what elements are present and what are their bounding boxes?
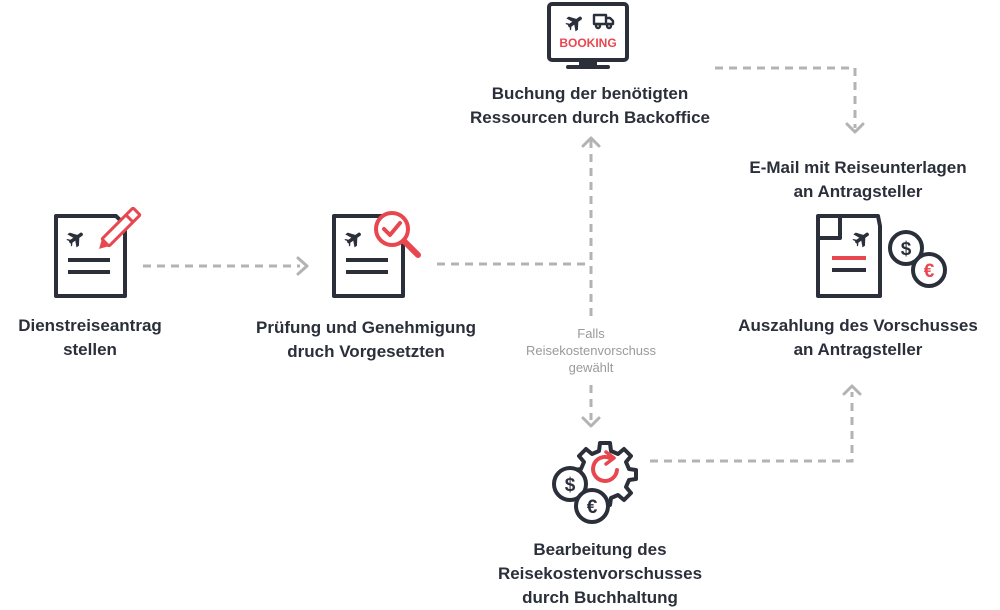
svg-text:$: $ bbox=[901, 239, 912, 260]
condition-note-line: gewählt bbox=[568, 360, 614, 375]
condition-note-line: Reisekostenvorschuss bbox=[525, 343, 657, 358]
document-search-icon bbox=[332, 211, 421, 298]
connector-arrowheads bbox=[296, 122, 865, 428]
pen-icon bbox=[99, 206, 142, 249]
document-pen-icon bbox=[54, 206, 142, 298]
step-label-line: Buchung der benötigten bbox=[491, 84, 689, 103]
step-label-line: Bearbeitung des bbox=[533, 540, 667, 559]
step-label-line: an Antragsteller bbox=[793, 182, 923, 201]
plane-icon bbox=[565, 16, 582, 32]
arrow-down-icon bbox=[581, 416, 601, 428]
step-label-line: Dienstreiseantrag bbox=[18, 316, 162, 335]
step-label-line: druch Vorgesetzten bbox=[287, 342, 445, 361]
svg-text:€: € bbox=[587, 497, 598, 518]
connector-buchung-to-email bbox=[715, 66, 857, 128]
step-label-line: Ressourcen durch Backoffice bbox=[470, 108, 710, 127]
dollar-coin-icon: $ bbox=[552, 466, 588, 502]
condition-note-line: Falls bbox=[577, 326, 605, 341]
step-label-line: E-Mail mit Reiseunterlagen bbox=[749, 158, 967, 177]
arrow-right-icon bbox=[296, 256, 309, 276]
condition-note: Falls Reisekostenvorschuss gewählt bbox=[516, 325, 666, 376]
step-label-buchung: Buchung der benötigten Ressourcen durch … bbox=[440, 82, 740, 130]
arrow-up-icon bbox=[842, 384, 862, 396]
step-label-line: Prüfung und Genehmigung bbox=[255, 318, 477, 337]
svg-text:$: $ bbox=[565, 475, 576, 496]
step-label-bearbeitung: Bearbeitung des Reisekostenvorschusses d… bbox=[470, 538, 730, 610]
euro-coin-icon: € bbox=[574, 488, 610, 524]
step-label-line: an Antragsteller bbox=[793, 340, 923, 359]
connector-lines bbox=[143, 66, 857, 463]
connector-bearbeitung-to-auszahlung bbox=[650, 392, 854, 463]
step-label-line: stellen bbox=[63, 340, 117, 359]
step-label-line: durch Buchhaltung bbox=[522, 588, 678, 607]
truck-icon bbox=[592, 13, 615, 30]
refresh-icon bbox=[591, 454, 619, 483]
svg-text:€: € bbox=[924, 261, 935, 282]
step-label-line: Reisekostenvorschusses bbox=[497, 564, 703, 583]
arrow-down-icon bbox=[845, 122, 865, 134]
step-label-line: Auszahlung des Vorschusses bbox=[738, 316, 978, 335]
arrow-up-icon bbox=[581, 136, 601, 148]
booking-monitor-icon: BOOKING bbox=[547, 2, 629, 69]
dollar-coin-icon: $ bbox=[888, 230, 924, 266]
step-label-pruefung: Prüfung und Genehmigung druch Vorgesetzt… bbox=[241, 316, 491, 364]
euro-coin-icon: € bbox=[911, 252, 947, 288]
document-money-icon: $ € bbox=[816, 214, 947, 298]
magnifier-icon bbox=[374, 211, 421, 258]
booking-text: BOOKING bbox=[559, 36, 616, 50]
step-label-auszahlung: Auszahlung des Vorschusses an Antragstel… bbox=[718, 314, 998, 362]
step-label-dienstreiseantrag: Dienstreiseantrag stellen bbox=[0, 314, 180, 362]
gears-money-icon: $ € bbox=[552, 441, 638, 524]
step-label-email: E-Mail mit Reiseunterlagen an Antragstel… bbox=[718, 156, 998, 204]
